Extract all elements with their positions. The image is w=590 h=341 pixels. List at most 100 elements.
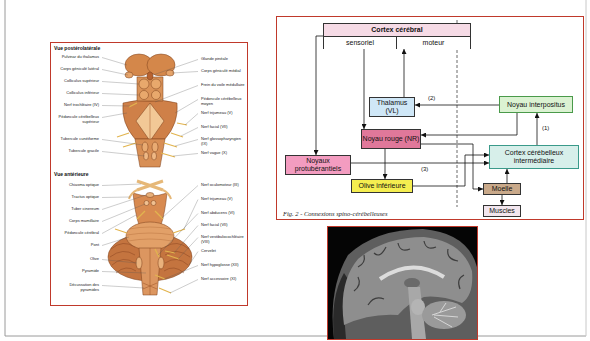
part-label: Glande pinéale [201,57,246,62]
part-label: Tubercule cunéiforme [53,137,99,142]
nerve [171,133,183,137]
cortex-area: moteur [397,36,470,49]
branch [434,317,452,327]
part-label: Nerf glossopharyngien (IX) [201,137,246,146]
leader-line [102,215,136,234]
leader-line [175,140,198,147]
leader-line [102,184,141,186]
mamillary-body [151,201,156,206]
brainstem-anterior [108,181,192,295]
part-label: Corps mamillaire [53,219,99,224]
cortex-box: Cortex cérébelleux intermédiaire [489,145,579,169]
optic-tract [163,190,171,199]
part-label: Colliculus supérieur [53,79,99,84]
medulla [135,139,165,167]
node-text: Thalamus (VL) [370,99,414,115]
part-label: Nerf facial (VII) [201,223,246,228]
structure-box: Moelle [483,183,521,195]
leader-line [102,58,127,66]
pineal-gland [147,72,153,80]
connector-arrow [507,169,508,183]
part-label: Pédoncule cérébelleux supérieur [53,115,99,124]
part-label: Nerf trochléaire (IV) [53,103,99,108]
nerve [155,211,163,219]
part-label: Corps géniculé latéral [53,67,99,72]
tectum [137,77,163,101]
nerve [123,143,136,147]
branch [440,303,446,312]
connector-arrow [502,195,503,205]
connector-arrow [415,105,499,106]
arbor-vitae [432,303,458,327]
callout-number: (1) [541,125,550,132]
view-title: Vue antérieure [54,171,174,177]
cerebellum [422,301,466,329]
folium [110,251,135,257]
nerve [137,211,145,219]
connector-arrow [537,113,538,145]
sulcus [354,277,359,291]
figure-caption: Fig. 2 - Connexions spino-cérébelleuses [283,210,388,218]
part-label: Pyramide [53,269,99,274]
leader-line [172,72,198,74]
node-text: Noyau rouge (NR) [363,135,420,143]
part-label: Tractus optique [53,195,99,200]
connector-arrow [413,155,489,186]
leader-line [185,114,198,126]
nucleus-box: Noyau rouge (NR) [361,129,421,149]
leader-line [102,197,130,199]
branch [432,307,456,315]
part-label: Nerf vestibulocochléaire (VIII) [201,235,246,244]
nucleus-box: Olive inférieure [351,179,413,193]
frame-line [586,0,587,336]
striation [128,239,172,241]
mri-panel [327,226,478,340]
leader-line [102,237,129,246]
part-label: Frein du voile médullaire [201,83,246,88]
node-text: Olive inférieure [358,182,405,190]
leader-line [102,260,137,264]
node-text: Moelle [492,185,513,193]
nucleus-box: Thalamus (VL) [369,97,415,117]
tubercle [152,152,157,160]
leader-line [174,226,198,254]
callout-number: (3) [420,166,429,173]
node-text: Cortex cérébelleux intermédiaire [490,149,578,165]
corpus-callosum [380,267,444,279]
connector-arrow [351,163,489,164]
part-label: Nerf vague (X) [201,151,246,156]
colliculus [151,79,161,89]
part-label: Tuber cinereum [53,207,99,212]
nucleus-box: Noyau interpositus [499,96,573,113]
olive [158,257,164,269]
leader-line [184,200,198,230]
part-label: Olive [53,257,99,262]
scalp [333,229,477,339]
striation [127,233,173,235]
nerve [161,153,175,157]
rhomboid-fossa [136,103,164,141]
sulcus [368,298,384,305]
cortex-box: Cortex cérébralsensorielmoteur [323,23,471,49]
tubercle [152,142,158,152]
tuber-cinereum [146,193,154,198]
connector-arrow [404,49,405,97]
leader-line [102,204,145,222]
leader-line [189,252,198,266]
striation [129,227,171,229]
colliculus [139,79,149,89]
connector-arrow [385,149,386,179]
node-text: moteur [423,39,445,47]
callout-number: (2) [427,95,436,102]
leader-line [164,266,198,280]
brainstem-posterior [117,54,187,167]
folium [165,259,188,265]
part-label: Cervelet [201,249,246,254]
leader-line [102,195,146,210]
sulcus [448,249,458,261]
optic-tract [129,190,137,199]
nerve [159,288,171,293]
folium [112,259,135,265]
leader-line [102,140,143,146]
